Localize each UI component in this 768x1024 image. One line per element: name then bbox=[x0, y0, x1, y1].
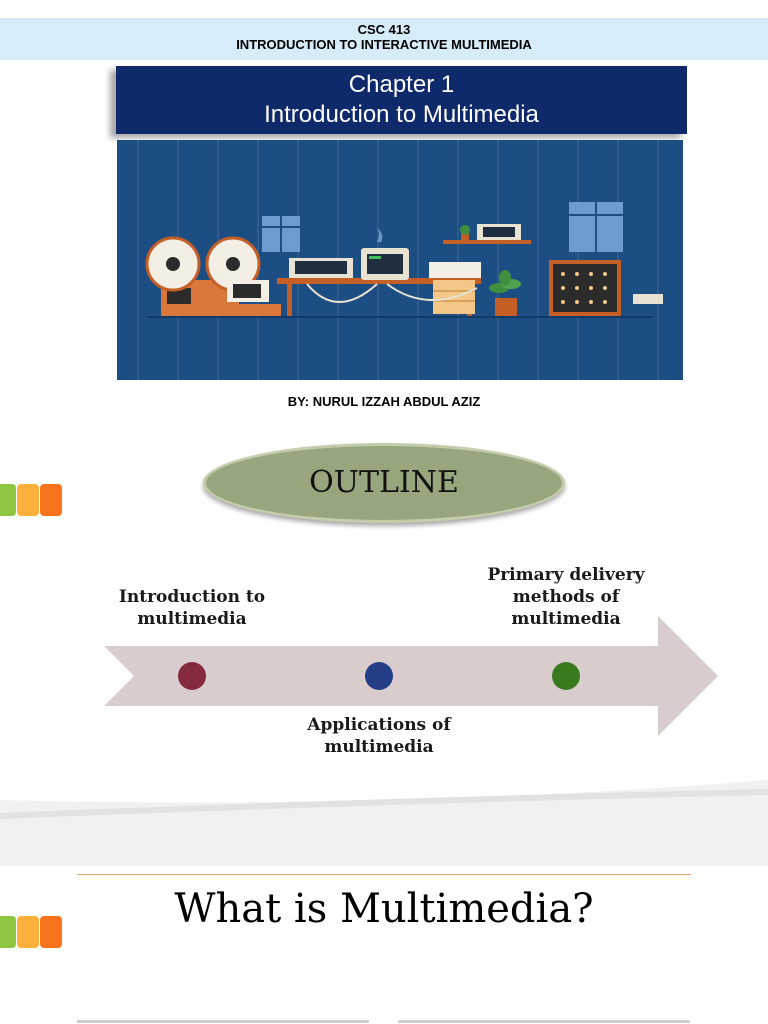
course-name: INTRODUCTION TO INTERACTIVE MULTIMEDIA bbox=[236, 37, 532, 52]
reel-to-reel-icon bbox=[145, 236, 281, 316]
timeline-dot-2 bbox=[365, 662, 393, 690]
outline-item-delivery-methods: Primary delivery methods of multimedia bbox=[487, 565, 645, 629]
terminal-icon bbox=[289, 258, 353, 278]
title-divider bbox=[77, 874, 691, 875]
slide-bullet-squares bbox=[0, 484, 62, 516]
course-code: CSC 413 bbox=[357, 22, 411, 37]
shelf-icon bbox=[443, 224, 531, 244]
mainframe-icon bbox=[549, 260, 663, 316]
slide-bottom-swoosh bbox=[0, 780, 768, 866]
retro-computers-illustration bbox=[117, 140, 683, 380]
outline-item-applications: Applications of multimedia bbox=[307, 715, 451, 757]
window-left-icon bbox=[262, 216, 300, 252]
slide-bullet-squares bbox=[0, 916, 62, 948]
monitor-icon bbox=[361, 228, 409, 280]
plant-icon bbox=[489, 270, 521, 316]
course-header: CSC 413 INTRODUCTION TO INTERACTIVE MULT… bbox=[0, 18, 768, 60]
timeline-dot-3 bbox=[552, 662, 580, 690]
window-right-icon bbox=[569, 202, 623, 252]
timeline-dot-1 bbox=[178, 662, 206, 690]
outline-heading: OUTLINE bbox=[203, 443, 565, 523]
outline-timeline-arrow bbox=[104, 616, 718, 736]
chapter-number: Chapter 1 bbox=[348, 71, 455, 98]
author-byline: BY: NURUL IZZAH ABDUL AZIZ bbox=[287, 394, 481, 409]
outline-item-introduction: Introduction to multimedia bbox=[118, 587, 266, 629]
content-divider-left bbox=[77, 1020, 369, 1023]
chapter-title: Introduction to Multimedia bbox=[264, 101, 539, 128]
content-divider-right bbox=[398, 1020, 690, 1023]
printer-icon bbox=[429, 262, 481, 314]
chapter-title-box: Chapter 1 Introduction to Multimedia bbox=[116, 66, 687, 134]
slide-title: What is Multimedia? bbox=[174, 886, 594, 932]
